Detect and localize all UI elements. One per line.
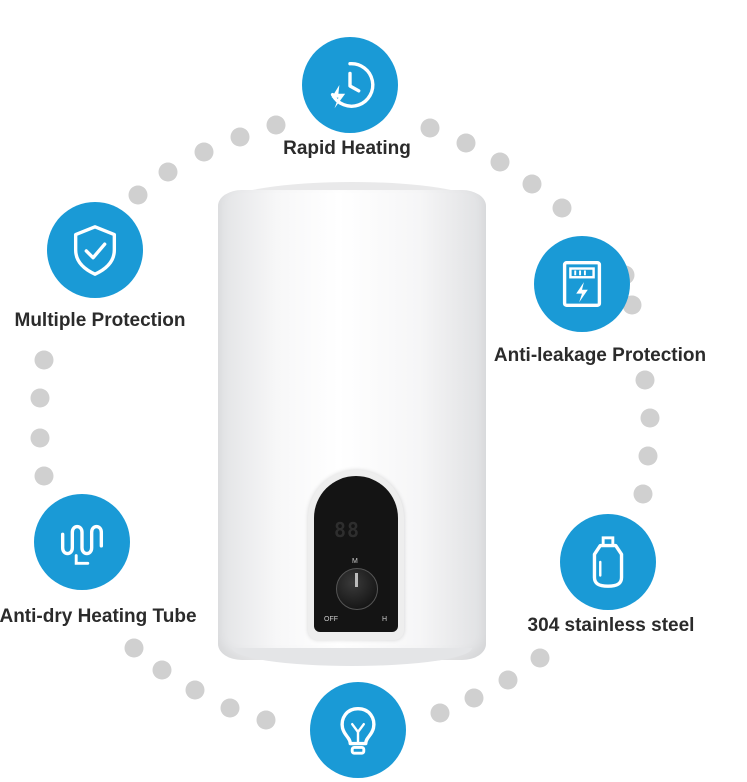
multiple-protection-label: Multiple Protection xyxy=(14,310,186,331)
ring-dot xyxy=(194,142,214,162)
heating-tube-icon xyxy=(60,524,104,565)
lightbulb-icon xyxy=(340,707,376,755)
rapid-heating-label: Rapid Heating xyxy=(283,138,411,159)
stainless-steel-label: 304 stainless steel xyxy=(527,615,695,636)
ring-dot xyxy=(124,638,144,658)
ring-dot xyxy=(30,388,50,408)
temperature-knob xyxy=(336,568,378,610)
ring-dot xyxy=(34,350,54,370)
water-heater: 88 OFF M H xyxy=(218,182,486,666)
clock-lightning-icon xyxy=(330,62,375,109)
ring-dot xyxy=(185,680,205,700)
leakage-panel-icon xyxy=(562,261,602,307)
ring-dot xyxy=(464,688,484,708)
shield-check-icon xyxy=(73,225,117,276)
anti-leakage-badge xyxy=(534,236,630,332)
control-panel: 88 OFF M H xyxy=(308,470,404,640)
knob-label-off: OFF xyxy=(324,616,338,623)
ring-dot xyxy=(420,118,440,138)
multiple-protection-badge xyxy=(47,202,143,298)
lightbulb-badge xyxy=(310,682,406,778)
anti-dry-label: Anti-dry Heating Tube xyxy=(0,606,197,627)
ring-dot xyxy=(640,408,660,428)
tank-icon xyxy=(592,536,624,588)
ring-dot xyxy=(622,295,642,315)
ring-dot xyxy=(266,115,286,135)
ring-dot xyxy=(230,127,250,147)
ring-dot xyxy=(152,660,172,680)
digital-display: 88 xyxy=(334,518,361,542)
stainless-steel-badge xyxy=(560,514,656,610)
ring-dot xyxy=(456,133,476,153)
ring-dot xyxy=(530,648,550,668)
heater-base xyxy=(232,648,472,666)
knob-label-m: M xyxy=(352,558,358,565)
ring-dot xyxy=(638,446,658,466)
ring-dot xyxy=(256,710,276,730)
ring-dot xyxy=(490,152,510,172)
rapid-heating-badge xyxy=(302,37,398,133)
ring-dot xyxy=(34,466,54,486)
ring-dot xyxy=(635,370,655,390)
knob-label-h: H xyxy=(382,616,388,623)
ring-dot xyxy=(522,174,542,194)
ring-dot xyxy=(633,484,653,504)
ring-dot xyxy=(498,670,518,690)
ring-dot xyxy=(128,185,148,205)
ring-dot xyxy=(220,698,240,718)
anti-dry-badge xyxy=(34,494,130,590)
ring-dot xyxy=(158,162,178,182)
ring-dot xyxy=(430,703,450,723)
ring-dot xyxy=(552,198,572,218)
control-panel-face: 88 OFF M H xyxy=(314,476,398,632)
ring-dot xyxy=(30,428,50,448)
anti-leakage-label: Anti-leakage Protection xyxy=(493,345,707,366)
